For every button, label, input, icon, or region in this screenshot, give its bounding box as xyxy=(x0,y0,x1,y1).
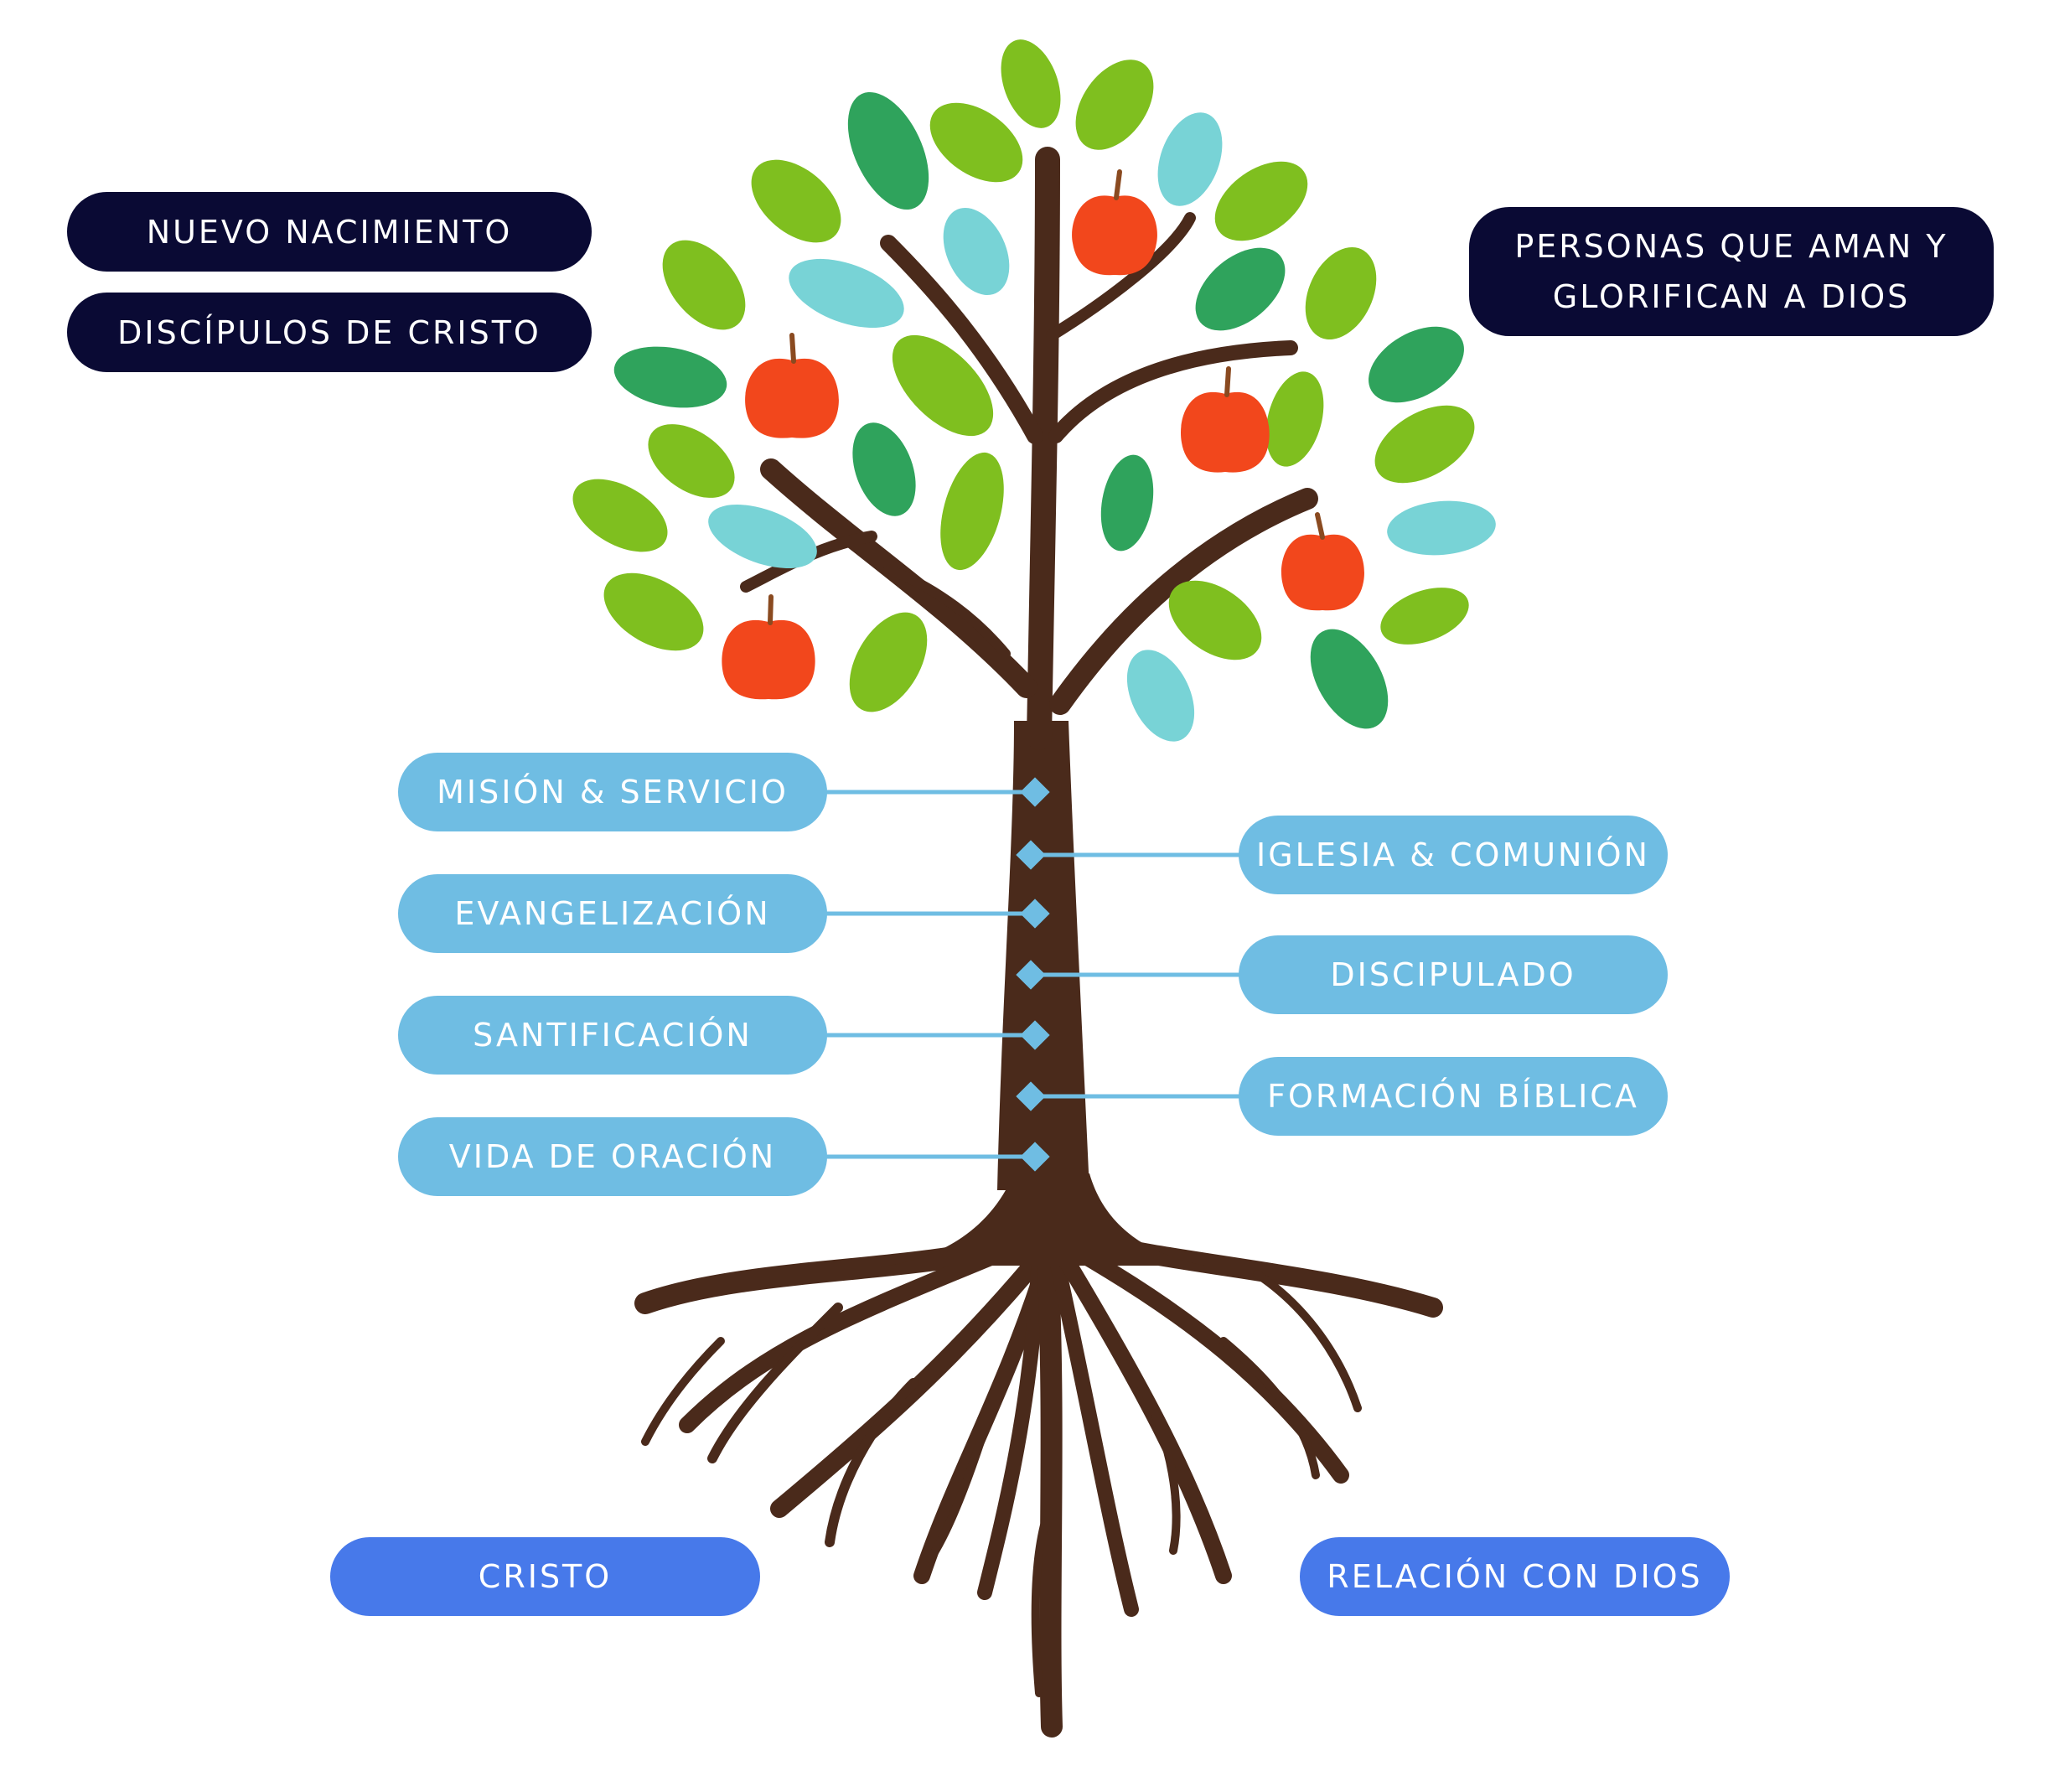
apple-right xyxy=(1281,512,1364,611)
discipulos-de-cristo-label: DISCÍPULOS DE CRISTO xyxy=(67,293,592,372)
apple-lower-left xyxy=(722,594,815,700)
iglesia-comunion-label: IGLESIA & COMUNIÓN xyxy=(1239,816,1668,894)
personas-line-2: GLORIFICAN A DIOS xyxy=(1552,278,1911,315)
root-base xyxy=(888,1173,1207,1266)
apple-upper-left xyxy=(745,333,839,438)
apples xyxy=(722,169,1364,700)
personas-line-1: PERSONAS QUE AMAN Y xyxy=(1514,228,1948,265)
relacion-con-dios-label: RELACIÓN CON DIOS xyxy=(1300,1537,1730,1616)
formacion-biblica-label: FORMACIÓN BÍBLICA xyxy=(1239,1057,1668,1136)
mision-servicio-label: MISIÓN & SERVICIO xyxy=(398,753,827,831)
roots xyxy=(634,1230,1443,1738)
apple-top xyxy=(1072,169,1157,276)
personas-que-aman-label: PERSONAS QUE AMAN Y GLORIFICAN A DIOS xyxy=(1469,207,1994,336)
apple-upper-right xyxy=(1180,366,1270,473)
trunk xyxy=(997,721,1089,1190)
connectors xyxy=(825,777,1240,1172)
branches xyxy=(740,147,1318,750)
santificacion-label: SANTIFICACIÓN xyxy=(398,996,827,1075)
cristo-label: CRISTO xyxy=(330,1537,760,1616)
vida-de-oracion-label: VIDA DE ORACIÓN xyxy=(398,1117,827,1196)
nuevo-nacimiento-label: NUEVO NACIMIENTO xyxy=(67,192,592,272)
leaves xyxy=(572,39,1496,742)
evangelizacion-label: EVANGELIZACIÓN xyxy=(398,874,827,953)
discipulado-label: DISCIPULADO xyxy=(1239,935,1668,1014)
